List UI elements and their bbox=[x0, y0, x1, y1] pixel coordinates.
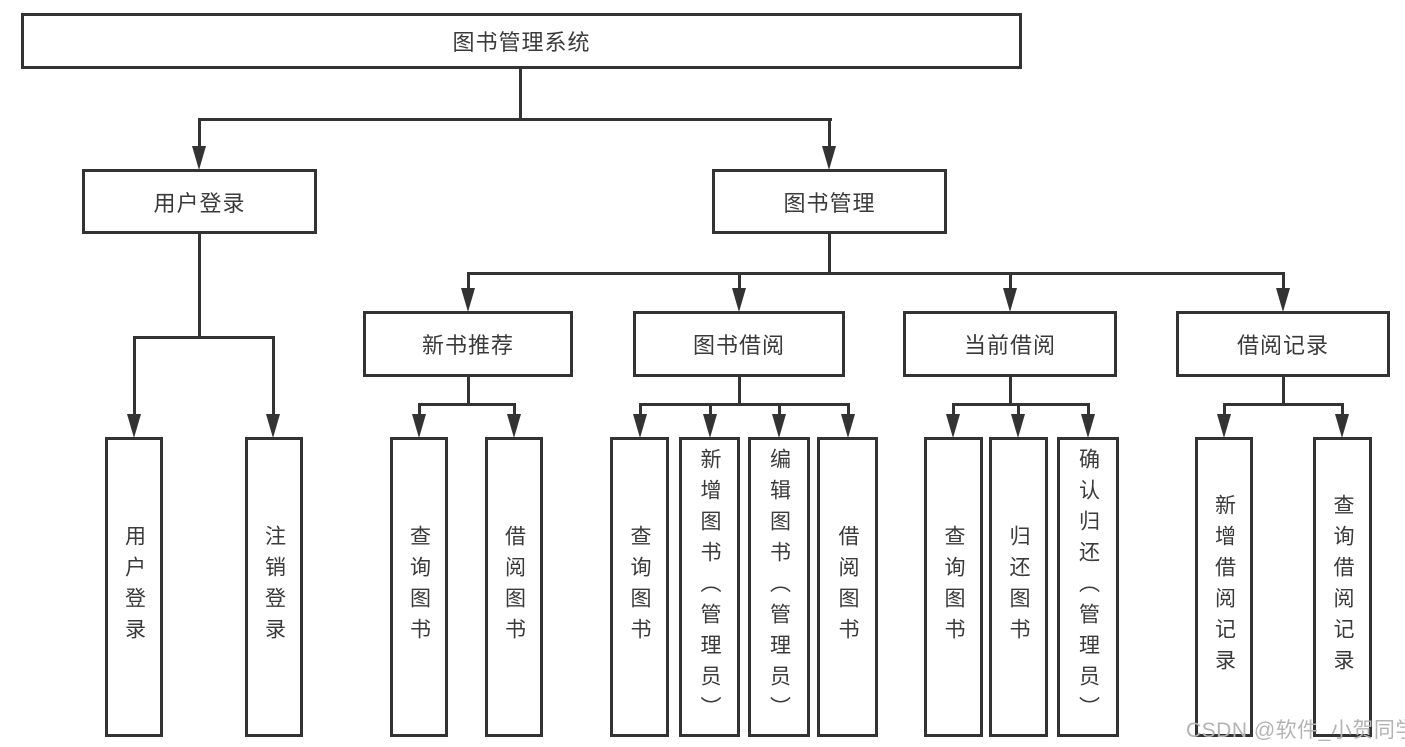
connector-line bbox=[418, 403, 516, 406]
leaf-current-query-books-label: 查询图书 bbox=[942, 525, 965, 649]
node-current-borrowing: 当前借阅 bbox=[903, 311, 1117, 377]
arrow-down-icon bbox=[1335, 414, 1349, 438]
connector-line bbox=[738, 272, 741, 292]
arrow-down-icon bbox=[1003, 288, 1017, 312]
arrow-down-icon bbox=[772, 414, 786, 438]
connector-line bbox=[1223, 403, 1344, 406]
connector-line bbox=[1009, 272, 1012, 292]
arrow-down-icon bbox=[946, 414, 960, 438]
connector-line bbox=[1282, 272, 1285, 292]
connector-line bbox=[418, 403, 421, 417]
connector-line bbox=[1282, 375, 1285, 406]
connector-line bbox=[709, 403, 712, 417]
connector-line bbox=[513, 403, 516, 417]
arrow-down-icon bbox=[412, 414, 426, 438]
node-new-book-recommend: 新书推荐 bbox=[363, 311, 573, 377]
leaf-records-query-record-label: 查询借阅记录 bbox=[1331, 494, 1354, 680]
connector-line bbox=[738, 375, 741, 406]
arrow-down-icon bbox=[703, 414, 717, 438]
arrow-down-icon bbox=[822, 146, 836, 170]
node-root-label: 图书管理系统 bbox=[452, 30, 591, 55]
leaf-current-confirm-return-label: 确认归还（管理员） bbox=[1076, 447, 1100, 727]
leaf-logout-label: 注销登录 bbox=[262, 525, 286, 649]
connector-line bbox=[519, 67, 522, 121]
connector-line bbox=[1223, 403, 1226, 417]
connector-line bbox=[639, 403, 642, 417]
leaf-borrowing-add-books-label: 新增图书（管理员） bbox=[698, 447, 721, 727]
leaf-recommend-query-books-label: 查询图书 bbox=[407, 525, 431, 649]
leaf-user-login-label: 用户登录 bbox=[122, 525, 146, 649]
connector-line bbox=[467, 272, 1285, 275]
arrow-down-icon bbox=[1276, 288, 1290, 312]
node-user-login: 用户登录 bbox=[82, 169, 317, 234]
leaf-recommend-borrow-books: 借阅图书 bbox=[485, 437, 543, 737]
leaf-records-add-record-label: 新增借阅记录 bbox=[1212, 494, 1236, 680]
arrow-down-icon bbox=[732, 288, 746, 312]
node-book-borrowing-label: 图书借阅 bbox=[692, 333, 785, 358]
leaf-borrowing-query-books: 查询图书 bbox=[610, 437, 669, 737]
connector-line bbox=[467, 375, 470, 406]
connector-line bbox=[198, 118, 832, 121]
connector-line bbox=[847, 403, 850, 417]
connector-line bbox=[1009, 375, 1012, 406]
arrow-down-icon bbox=[507, 414, 521, 438]
connector-line bbox=[639, 403, 850, 406]
node-book-borrowing: 图书借阅 bbox=[633, 311, 845, 377]
node-user-login-label: 用户登录 bbox=[153, 190, 246, 216]
connector-line bbox=[952, 403, 955, 417]
arrow-down-icon bbox=[1217, 414, 1231, 438]
leaf-user-login: 用户登录 bbox=[105, 437, 163, 737]
leaf-borrowing-borrow-books-label: 借阅图书 bbox=[836, 525, 859, 649]
connector-line bbox=[828, 231, 831, 275]
leaf-recommend-query-books: 查询图书 bbox=[390, 437, 448, 737]
leaf-current-confirm-return: 确认归还（管理员） bbox=[1057, 437, 1119, 737]
arrow-down-icon bbox=[266, 414, 280, 438]
connector-line bbox=[272, 336, 275, 418]
node-new-book-recommend-label: 新书推荐 bbox=[421, 333, 514, 358]
node-current-borrowing-label: 当前借阅 bbox=[963, 333, 1056, 358]
connector-line bbox=[1017, 403, 1020, 417]
leaf-borrowing-edit-books: 编辑图书（管理员） bbox=[748, 437, 810, 737]
arrow-down-icon bbox=[1081, 414, 1095, 438]
connector-line bbox=[198, 231, 201, 339]
leaf-records-query-record: 查询借阅记录 bbox=[1313, 437, 1372, 737]
connector-line bbox=[1087, 403, 1090, 417]
arrow-down-icon bbox=[461, 288, 475, 312]
node-book-management-label: 图书管理 bbox=[783, 190, 876, 216]
node-borrowing-records-label: 借阅记录 bbox=[1236, 333, 1329, 358]
arrow-down-icon bbox=[127, 414, 141, 438]
leaf-borrowing-add-books: 新增图书（管理员） bbox=[679, 437, 740, 737]
arrow-down-icon bbox=[1011, 414, 1025, 438]
leaf-records-add-record: 新增借阅记录 bbox=[1195, 437, 1253, 737]
connector-line bbox=[778, 403, 781, 417]
node-root: 图书管理系统 bbox=[21, 13, 1022, 69]
leaf-recommend-borrow-books-label: 借阅图书 bbox=[502, 525, 526, 649]
arrow-down-icon bbox=[841, 414, 855, 438]
node-borrowing-records: 借阅记录 bbox=[1176, 311, 1390, 377]
arrow-down-icon bbox=[633, 414, 647, 438]
leaf-borrowing-edit-books-label: 编辑图书（管理员） bbox=[767, 447, 791, 727]
arrow-down-icon bbox=[192, 146, 206, 170]
connector-line bbox=[828, 118, 831, 150]
leaf-logout: 注销登录 bbox=[245, 437, 303, 737]
connector-line bbox=[467, 272, 470, 292]
leaf-borrowing-borrow-books: 借阅图书 bbox=[817, 437, 878, 737]
connector-line bbox=[133, 336, 136, 418]
connector-line bbox=[952, 403, 1090, 406]
csdn-watermark: CSDN @软件_小贺同学 bbox=[1186, 719, 1405, 742]
leaf-borrowing-query-books-label: 查询图书 bbox=[628, 525, 651, 649]
leaf-current-return-books-label: 归还图书 bbox=[1007, 525, 1030, 649]
connector-line bbox=[198, 118, 201, 150]
leaf-current-return-books: 归还图书 bbox=[989, 437, 1048, 737]
connector-line bbox=[133, 336, 275, 339]
leaf-current-query-books: 查询图书 bbox=[924, 437, 983, 737]
node-book-management: 图书管理 bbox=[712, 169, 947, 234]
connector-line bbox=[1341, 403, 1344, 417]
